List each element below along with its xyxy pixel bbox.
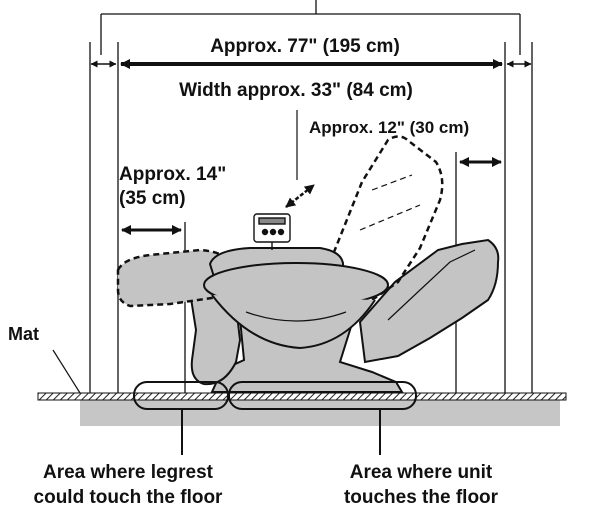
upright-backrest-outline: [328, 135, 444, 302]
dimension-extension-lines: [89, 42, 533, 393]
overall-length-label: Approx. 77" (195 cm): [210, 36, 400, 57]
width-direction-arrow: [285, 184, 315, 208]
mat-label: Mat: [8, 324, 39, 344]
massage-chair: [116, 135, 500, 393]
floor-shadow: [80, 398, 560, 426]
back-clearance-label: Approx. 12" (30 cm): [309, 118, 469, 137]
remote-control-icon: [253, 213, 291, 250]
unit-area-label-line2: touches the floor: [344, 487, 499, 508]
front-clearance-label-line2: (35 cm): [119, 188, 186, 209]
top-bracket: [100, 0, 521, 55]
unit-floor-area: [228, 381, 417, 410]
width-label: Width approx. 33" (84 cm): [179, 80, 413, 101]
legrest-area-label-line1: Area where legrest: [43, 462, 214, 483]
reclined-backrest: [358, 238, 500, 364]
contact-area-callouts: [52, 349, 417, 455]
unit-area-label-line1: Area where unit: [350, 462, 493, 483]
mat: [37, 392, 567, 401]
front-clearance-label-line1: Approx. 14": [119, 164, 226, 185]
legrest-area-label-line2: could touch the floor: [34, 487, 224, 508]
extended-legrest-outline: [116, 248, 236, 308]
